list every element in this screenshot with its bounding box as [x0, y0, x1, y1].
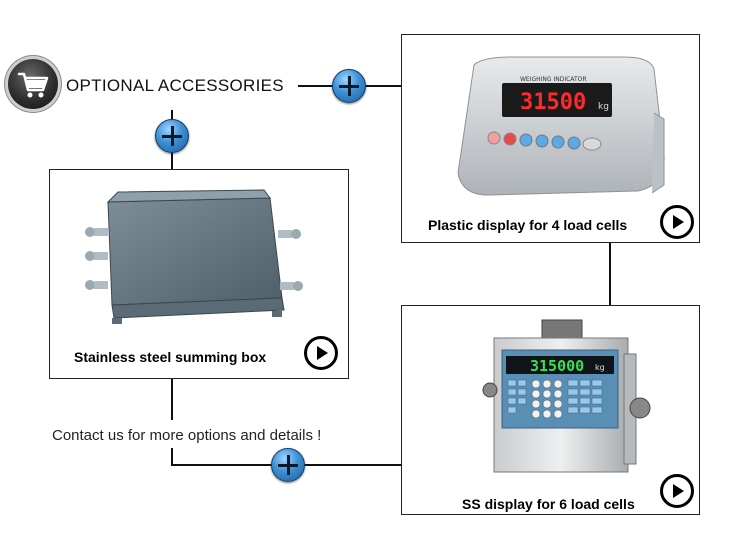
plastic-indicator-image: WEIGHING INDICATOR 31500 kg [457, 56, 665, 196]
summing-box-image [85, 189, 303, 324]
plus-icon[interactable] [332, 69, 366, 103]
ss-indicator-unit: kg [595, 363, 605, 372]
product-card-plastic-display[interactable]: WEIGHING INDICATOR 31500 kg Plastic disp… [401, 34, 700, 243]
connector-summing-down [171, 378, 173, 420]
product-card-ss-display[interactable]: 315000 kg SS display for 6 load cells [401, 305, 700, 515]
shopping-cart-icon [8, 59, 58, 109]
ss-indicator-image: 315000 kg [482, 319, 651, 473]
play-icon[interactable] [660, 474, 694, 508]
plus-icon[interactable] [271, 448, 305, 482]
plus-icon[interactable] [155, 119, 189, 153]
product-caption: Plastic display for 4 load cells [428, 217, 628, 233]
connector-plastic-ss [609, 242, 611, 306]
contact-text: Contact us for more options and details … [52, 427, 322, 444]
play-icon[interactable] [660, 205, 694, 239]
product-caption: SS display for 6 load cells [462, 496, 635, 512]
indicator-unit: kg [598, 102, 609, 112]
play-icon[interactable] [304, 336, 338, 370]
product-caption: Stainless steel summing box [74, 349, 267, 365]
product-card-summing-box[interactable]: Stainless steel summing box [49, 169, 349, 379]
indicator-reading: 31500 [520, 90, 586, 115]
indicator-brand: WEIGHING INDICATOR [520, 76, 587, 83]
page-title: OPTIONAL ACCESSORIES [66, 76, 284, 95]
ss-indicator-reading: 315000 [530, 357, 584, 375]
connector-contact-down [171, 448, 173, 465]
